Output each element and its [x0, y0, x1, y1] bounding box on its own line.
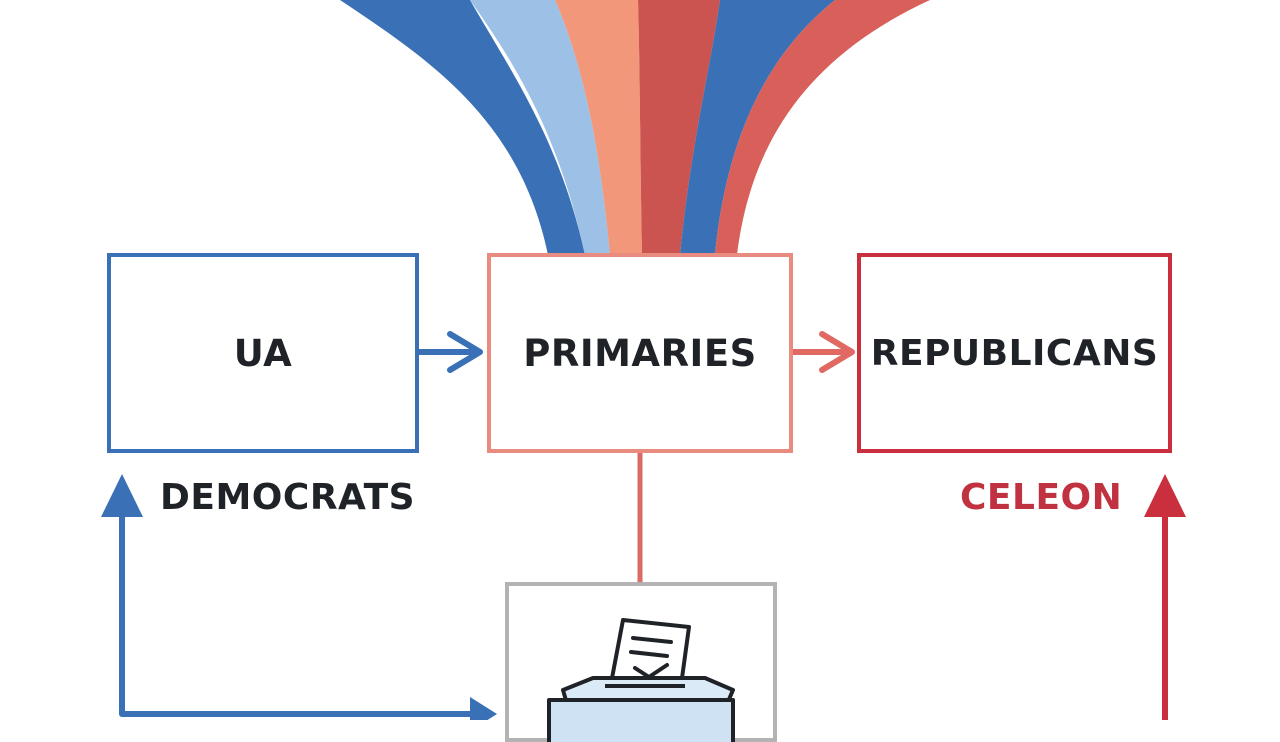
node-ua: UA — [107, 253, 419, 453]
stream-salmon — [555, 0, 642, 255]
stream-dark-blue-left — [340, 0, 585, 255]
stream-light-blue — [470, 0, 610, 255]
stream-red-center — [638, 0, 720, 255]
stream-red-right — [715, 0, 930, 255]
node-primaries: PRIMARIES — [487, 253, 793, 453]
ballot-box-icon — [547, 618, 735, 742]
node-ua-label: UA — [233, 331, 293, 375]
stream-dark-blue-right — [680, 0, 835, 255]
arrow-primaries-to-republicans — [790, 331, 855, 373]
node-ballot — [505, 582, 777, 742]
diagram-canvas — [101, 0, 1186, 720]
node-primaries-label: PRIMARIES — [523, 331, 757, 375]
arrow-up-to-republicans — [1144, 474, 1186, 720]
democrats-label: DEMOCRATS — [160, 477, 416, 518]
incoming-streams — [340, 0, 930, 255]
celeon-label: CELEON — [960, 477, 1123, 518]
arrow-ballot-to-ua — [101, 474, 497, 720]
node-republicans-label: REPUBLICANS — [870, 332, 1159, 374]
arrow-ua-to-primaries — [416, 331, 483, 373]
node-republicans: REPUBLICANS — [857, 253, 1172, 453]
